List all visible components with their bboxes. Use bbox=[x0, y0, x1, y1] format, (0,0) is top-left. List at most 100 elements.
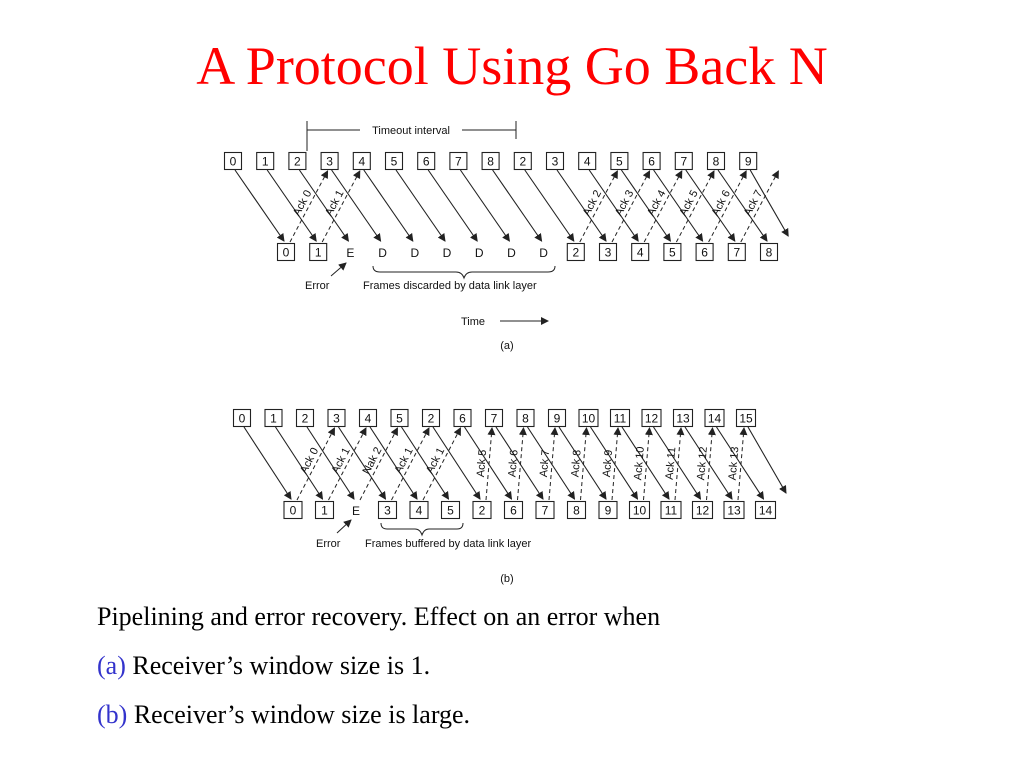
discard-marker-a: D bbox=[378, 246, 387, 260]
sender-frame-a-box bbox=[513, 151, 532, 171]
receiver-frame-b-label: 1 bbox=[321, 504, 328, 518]
ack-label-b: Ack 11 bbox=[664, 447, 679, 481]
receiver-frame-b-box bbox=[314, 500, 335, 520]
sender-frame-b-box bbox=[516, 408, 535, 428]
ack-arrow-a bbox=[675, 170, 715, 243]
data-arrow-a bbox=[717, 169, 768, 242]
data-arrow-a bbox=[459, 169, 510, 242]
sender-frame-b-box bbox=[264, 408, 283, 428]
sender-frame-b-label: 15 bbox=[739, 412, 753, 426]
sender-frame-a-box bbox=[706, 151, 726, 171]
sender-frame-b-box bbox=[484, 408, 504, 428]
receiver-frame-b-box bbox=[660, 500, 682, 520]
receiver-frame-b-label: 0 bbox=[290, 504, 297, 518]
sender-frame-a-box bbox=[674, 151, 693, 171]
sender-frame-a-box bbox=[320, 151, 339, 171]
sender-frame-a-label: 2 bbox=[294, 155, 301, 169]
error-pointer-b bbox=[336, 519, 352, 534]
sender-frame-b-label: 4 bbox=[365, 412, 372, 426]
data-arrow-a bbox=[266, 169, 317, 242]
caption-line-3: (b) Receiver’s window size is large. bbox=[97, 698, 470, 732]
sender-frame-a-label: 3 bbox=[552, 155, 559, 169]
sender-frame-a-box bbox=[223, 151, 243, 171]
receiver-frame-a-label: 1 bbox=[315, 246, 322, 260]
sender-frame-a-box bbox=[256, 151, 275, 171]
sender-frame-a-label: 0 bbox=[230, 155, 237, 169]
error-marker-b: E bbox=[352, 504, 360, 518]
data-arrow-b bbox=[275, 426, 324, 500]
ack-arrow-b bbox=[580, 427, 590, 501]
receiver-frame-b-box bbox=[503, 500, 524, 520]
ack-arrow-b bbox=[485, 427, 496, 501]
sender-frame-b-box bbox=[641, 408, 662, 428]
sender-frame-a-box bbox=[352, 151, 371, 171]
ack-arrow-a bbox=[708, 170, 747, 243]
receiver-frame-b-label: 10 bbox=[633, 504, 647, 518]
receiver-frame-b-box bbox=[409, 500, 429, 520]
sender-frame-a-box bbox=[610, 151, 629, 171]
receiver-frame-a-label: 6 bbox=[701, 246, 708, 260]
sender-frame-b-label: 1 bbox=[270, 412, 277, 426]
data-arrow-b bbox=[558, 426, 607, 500]
ack-arrow-b bbox=[674, 427, 685, 501]
ack-arrow-b bbox=[643, 427, 653, 501]
error-marker-a: E bbox=[346, 246, 354, 260]
sender-frame-b-box bbox=[672, 408, 694, 428]
data-arrow-b bbox=[653, 426, 702, 500]
ack-label-b: Ack 10 bbox=[632, 446, 647, 481]
sender-frame-a-label: 7 bbox=[455, 155, 462, 169]
data-arrow-b bbox=[464, 426, 513, 500]
sender-frame-a-label: 2 bbox=[519, 155, 526, 169]
data-arrow-a bbox=[653, 169, 704, 242]
sender-frame-b-box bbox=[358, 408, 378, 428]
receiver-frame-b-label: 9 bbox=[605, 504, 612, 518]
caption-text-b: Receiver’s window size is large. bbox=[127, 700, 471, 729]
receiver-frame-a-box bbox=[276, 242, 296, 262]
sender-frame-b-label: 5 bbox=[396, 412, 403, 426]
ack-arrow-b bbox=[737, 427, 748, 501]
sender-frame-b-label: 2 bbox=[428, 412, 435, 426]
sender-frame-b-box bbox=[421, 408, 441, 428]
sender-frame-a-box bbox=[739, 151, 758, 171]
sender-frame-a-label: 6 bbox=[423, 155, 430, 169]
sender-frame-b-label: 12 bbox=[645, 412, 659, 426]
receiver-frame-a-label: 2 bbox=[572, 246, 579, 260]
ack-label-b: Ack 13 bbox=[727, 446, 742, 481]
sender-frame-b-label: 14 bbox=[708, 412, 722, 426]
receiver-frame-b-label: 6 bbox=[510, 504, 517, 518]
slide-title: A Protocol Using Go Back N bbox=[196, 36, 828, 96]
sender-frame-a-label: 4 bbox=[584, 155, 591, 169]
sender-frame-a-label: 8 bbox=[713, 155, 720, 169]
sender-frame-b-box bbox=[232, 408, 252, 428]
data-arrow-b bbox=[432, 426, 481, 500]
receiver-frame-a-box bbox=[695, 242, 714, 262]
caption-line-2: (a) Receiver’s window size is 1. bbox=[97, 649, 430, 683]
error-pointer-a bbox=[330, 262, 347, 277]
data-arrow-b bbox=[338, 426, 387, 500]
data-arrow-a bbox=[685, 169, 736, 242]
sender-frame-b-label: 6 bbox=[459, 412, 466, 426]
receiver-frame-a-label: 5 bbox=[669, 246, 676, 260]
ack-label-b: Ack 12 bbox=[695, 446, 710, 481]
receiver-frame-a-label: 8 bbox=[766, 246, 773, 260]
sender-frame-a-box bbox=[642, 151, 661, 171]
receiver-frame-b-box bbox=[628, 500, 651, 520]
ack-arrow-a bbox=[289, 170, 329, 243]
sender-frame-a-label: 3 bbox=[326, 155, 333, 169]
discard-marker-a: D bbox=[475, 246, 484, 260]
receiver-frame-b-box bbox=[283, 500, 303, 520]
data-arrow-a bbox=[556, 169, 607, 242]
receiver-frame-b-box bbox=[754, 500, 777, 520]
data-arrow-b bbox=[590, 426, 639, 500]
discard-marker-a: D bbox=[507, 246, 516, 260]
sender-frame-a-box bbox=[288, 151, 307, 171]
ack-label-b: Ack 8 bbox=[569, 449, 583, 477]
sender-frame-b-box bbox=[735, 408, 757, 428]
discard-marker-a: D bbox=[539, 246, 548, 260]
data-arrow-a bbox=[427, 169, 478, 242]
data-arrow-b bbox=[716, 426, 765, 500]
sender-frame-b-box bbox=[547, 408, 567, 428]
data-arrow-a bbox=[395, 169, 446, 242]
caption-line-1: Pipelining and error recovery. Effect on… bbox=[97, 602, 661, 631]
sender-frame-a-box bbox=[578, 151, 597, 171]
